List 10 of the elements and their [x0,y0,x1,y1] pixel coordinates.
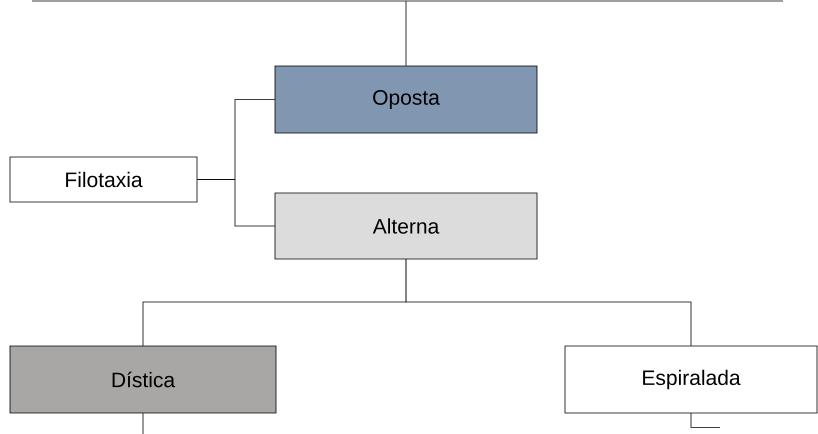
category-box: Dística [10,346,276,414]
category-box: Oposta [274,66,538,134]
connector-line [32,0,784,66]
connector-line [690,413,720,428]
root-box: Filotaxia [10,156,198,202]
connector-line [406,259,692,346]
category-box: Espiralada [564,346,818,414]
connector-line [142,413,144,434]
category-box: Alterna [274,192,538,260]
connector-line [197,179,275,226]
